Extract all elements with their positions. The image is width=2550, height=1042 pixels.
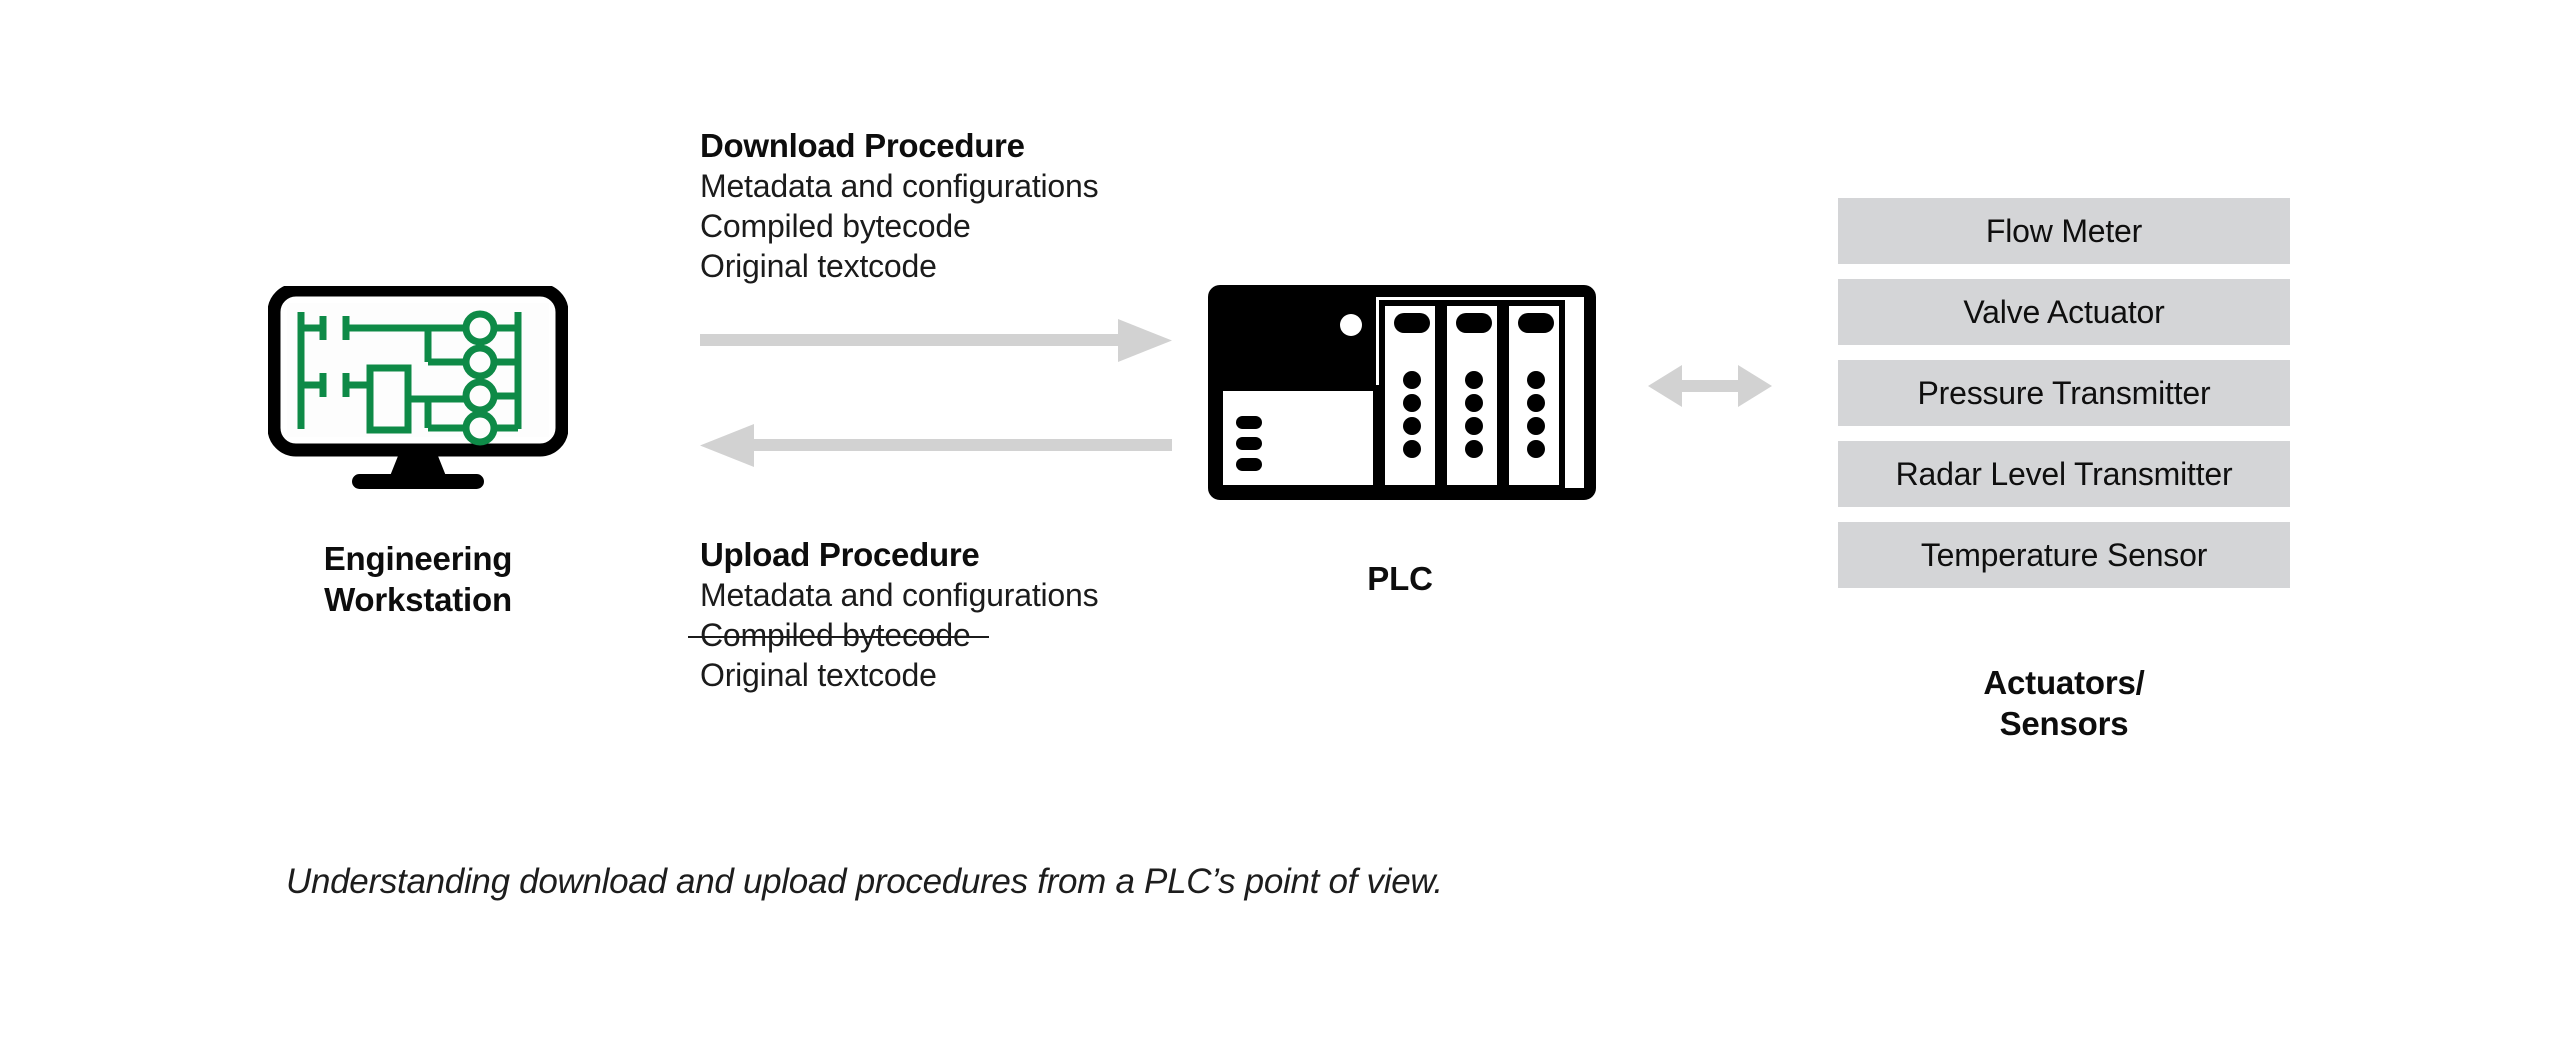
engineering-workstation-label: Engineering Workstation (238, 538, 598, 620)
monitor-bezel (268, 286, 568, 457)
upload-procedure-item-2-text: Compiled bytecode (700, 617, 971, 653)
ladder-logic-graphic (297, 310, 522, 446)
device-label: Radar Level Transmitter (1895, 455, 2233, 492)
upload-procedure-title: Upload Procedure (700, 536, 980, 573)
device-label: Flow Meter (1985, 212, 2143, 249)
upload-procedure-item-3: Original textcode (700, 657, 937, 693)
arrow-left-right-icon (1648, 365, 1772, 407)
download-procedure-item-1: Metadata and configurations (700, 168, 1099, 204)
device-item-flow-meter[interactable]: Flow Meter (1838, 198, 2290, 264)
monitor-base (352, 474, 484, 489)
device-item-pressure-transmitter[interactable]: Pressure Transmitter (1838, 360, 2290, 426)
workstation-label-line2: Workstation (324, 581, 512, 618)
download-procedure-item-3: Original textcode (700, 248, 937, 284)
plc-status-led-icon (1340, 314, 1362, 336)
group-label-line1: Actuators/ (1983, 664, 2145, 701)
plc-cpu-lower-outline (1217, 385, 1379, 491)
actuators-sensors-list: Flow Meter Valve Actuator Pressure Trans… (1838, 198, 2290, 588)
download-procedure-item-2: Compiled bytecode (700, 208, 971, 244)
upload-procedure-block: Upload Procedure Metadata and configurat… (688, 535, 1099, 695)
plc-io-module-3 (1503, 300, 1565, 491)
plc-cpu-upper-panel (1220, 297, 1376, 388)
plc-icon (1208, 285, 1596, 500)
download-procedure-title: Download Procedure (700, 127, 1025, 164)
device-item-radar-level-transmitter[interactable]: Radar Level Transmitter (1838, 441, 2290, 507)
arrow-right-icon (700, 319, 1172, 362)
arrow-left-icon (700, 424, 1172, 467)
upload-procedure-item-2-struck: Compiled bytecode (688, 615, 989, 655)
engineering-workstation-icon (268, 286, 568, 491)
plc-rack-frame (1208, 285, 1596, 500)
plc-label: PLC (1290, 558, 1510, 599)
monitor-ladder-logic-icon (268, 286, 568, 489)
plc-rack-icon (1208, 285, 1596, 500)
monitor-stand (390, 456, 446, 476)
figure-caption: Understanding download and upload proced… (286, 862, 1443, 901)
strikethrough-line (688, 635, 989, 638)
plc-io-module-1 (1379, 300, 1441, 491)
workstation-label-line1: Engineering (323, 540, 513, 577)
group-label-line2: Sensors (1999, 705, 2129, 742)
device-item-temperature-sensor[interactable]: Temperature Sensor (1838, 522, 2290, 588)
device-label: Temperature Sensor (1920, 536, 2208, 573)
device-item-valve-actuator[interactable]: Valve Actuator (1838, 279, 2290, 345)
plc-cpu-terminals (1236, 416, 1262, 471)
plc-label-text: PLC (1367, 560, 1433, 597)
download-procedure-block: Download Procedure Metadata and configur… (700, 126, 1099, 286)
device-label: Valve Actuator (1963, 293, 2165, 330)
upload-procedure-item-1: Metadata and configurations (700, 577, 1099, 613)
device-label: Pressure Transmitter (1917, 374, 2211, 411)
actuators-sensors-group-label: Actuators/ Sensors (1884, 662, 2244, 744)
plc-io-module-2 (1441, 300, 1503, 491)
